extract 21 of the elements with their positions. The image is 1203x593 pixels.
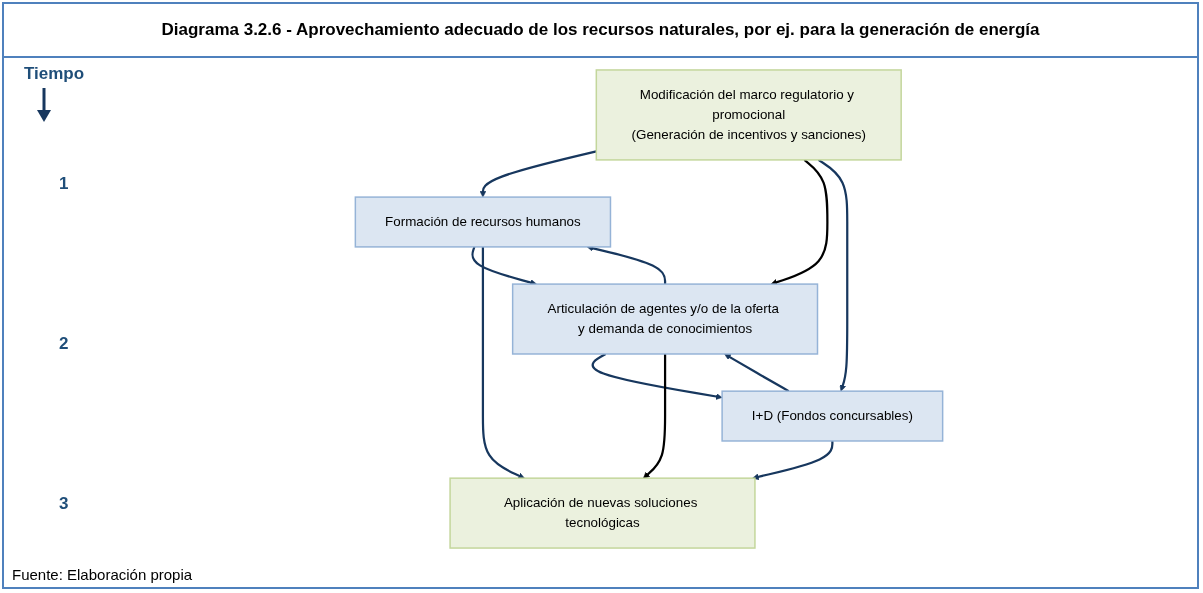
arrow bbox=[724, 353, 790, 393]
node-box: Articulación de agentes y/o de la oferta y demanda de conocimientos bbox=[511, 283, 819, 355]
diagram-title: Diagrama 3.2.6 - Aprovechamiento adecuado de los recursos naturales, por ej. para la generación de energía bbox=[4, 4, 1197, 58]
time-step-number: 1 bbox=[59, 174, 69, 194]
arrow bbox=[770, 159, 829, 286]
node-box: Aplicación de nuevas soluciones tecnológicas bbox=[449, 477, 756, 549]
time-step-number: 3 bbox=[59, 494, 69, 514]
arrow bbox=[586, 245, 667, 285]
arrow bbox=[643, 354, 667, 479]
arrow bbox=[479, 150, 597, 198]
node-box: Formación de recursos humanos bbox=[354, 196, 612, 248]
node-box: Modificación del marco regulatorio y promocional (Generación de incentivos y sanciones) bbox=[595, 69, 902, 161]
node-box: I+D (Fondos concursables) bbox=[721, 390, 944, 442]
time-step-number: 2 bbox=[59, 334, 69, 354]
arrow bbox=[471, 246, 537, 286]
axis-label: Tiempo bbox=[24, 64, 85, 84]
arrow bbox=[481, 246, 525, 479]
caption: Fuente: Elaboración propia bbox=[12, 566, 193, 583]
arrow bbox=[591, 353, 723, 400]
arrow bbox=[752, 441, 834, 480]
arrow bbox=[817, 159, 849, 392]
